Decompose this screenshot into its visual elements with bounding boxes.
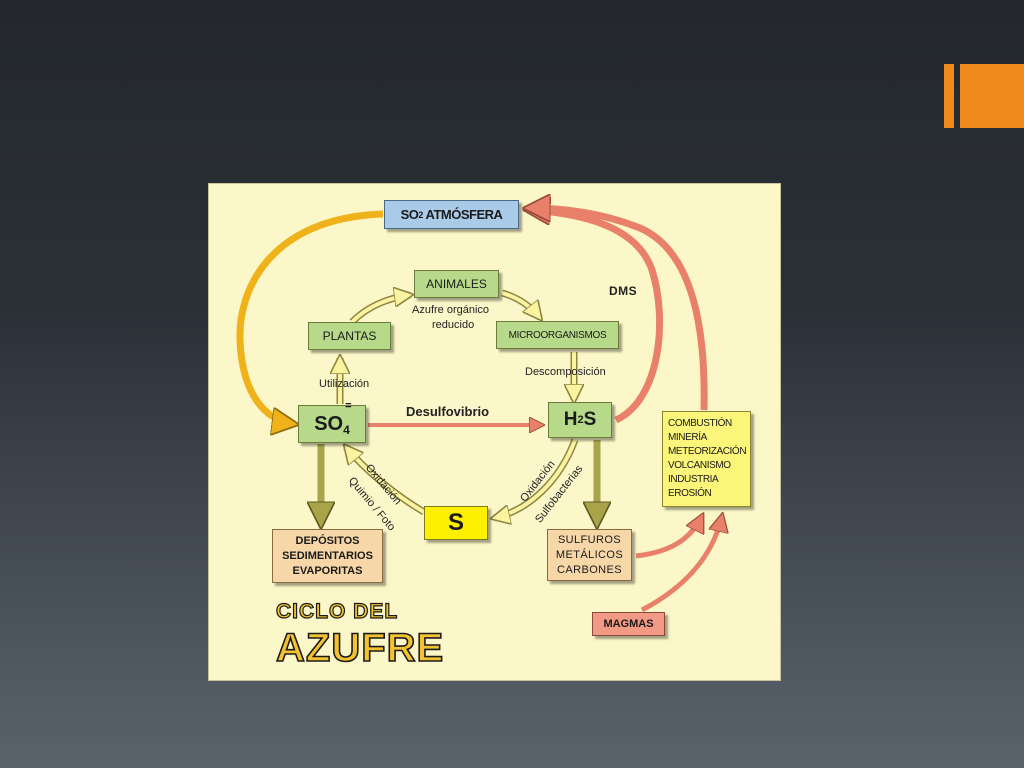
combustion-line-1: COMBUSTIÓN [668,418,732,429]
node-animales: ANIMALES [414,270,499,298]
arrow-plantas-to-animales [349,291,411,325]
so4-sup: = [345,399,352,412]
node-sulfuros: SULFUROS METÁLICOS CARBONES [547,529,632,581]
node-microorganismos: MICROORGANISMOS [496,321,619,349]
h2s-h: H [563,409,578,430]
plantas-label: PLANTAS [322,329,377,343]
sulfuros-line-1: SULFUROS [557,533,622,546]
h2s-s: S [583,409,597,430]
h2s-sub: 2 [577,414,584,426]
depositos-line-2: SEDIMENTARIOS [282,549,373,562]
node-depositos: DEPÓSITOS SEDIMENTARIOS EVAPORITAS [272,529,383,583]
combustion-line-6: EROSIÓN [668,488,712,499]
magmas-label: MAGMAS [603,618,654,630]
accent-bar [960,64,1024,128]
label-azufre-organico: Azufre orgánico [412,304,490,316]
title-ciclo-del: CICLO DEL [275,599,399,623]
node-combustion: COMBUSTIÓN MINERÍA METEORIZACIÓN VOLCANI… [662,411,751,507]
microorganismos-label: MICROORGANISMOS [508,329,607,341]
arrow-h2s-to-so2 [528,210,664,424]
node-plantas: PLANTAS [308,322,391,350]
depositos-line-1: DEPÓSITOS [295,534,360,547]
so4-main: SO [314,412,344,435]
sulfuros-line-3: CARBONES [557,563,622,576]
combustion-line-4: VOLCANISMO [668,460,731,471]
depositos-line-3: EVAPORITAS [292,564,363,577]
title-azufre: AZUFRE [275,625,445,671]
label-dms: DMS [609,284,638,298]
so4-sub: 4 [343,422,350,437]
label-desulfovibrio: Desulfovibrio [406,404,490,419]
combustion-line-2: MINERÍA [668,432,707,443]
combustion-line-5: INDUSTRIA [668,474,719,485]
so2-sub: 2 [418,209,423,220]
node-s: S [424,506,488,540]
label-descomposicion: Descomposición [525,366,606,378]
s-label: S [447,509,464,536]
label-utilizacion: Utilización [319,378,370,390]
label-reducido: reducido [432,319,475,331]
sulfuros-line-2: METÁLICOS [555,548,624,561]
arrow-magmas-to-combustion [640,516,722,613]
so2-rest: ATMÓSFERA [422,207,503,222]
animales-label: ANIMALES [426,277,487,291]
arrow-sulfuros-to-combustion [635,516,702,559]
so2-main: SO [400,207,419,222]
combustion-line-3: METEORIZACIÓN [668,446,747,457]
arrow-so2-to-so4 [236,210,384,424]
accent-thin-bar [944,64,954,128]
arrow-combustion-to-so2 [528,208,708,411]
node-magmas: MAGMAS [592,612,665,636]
